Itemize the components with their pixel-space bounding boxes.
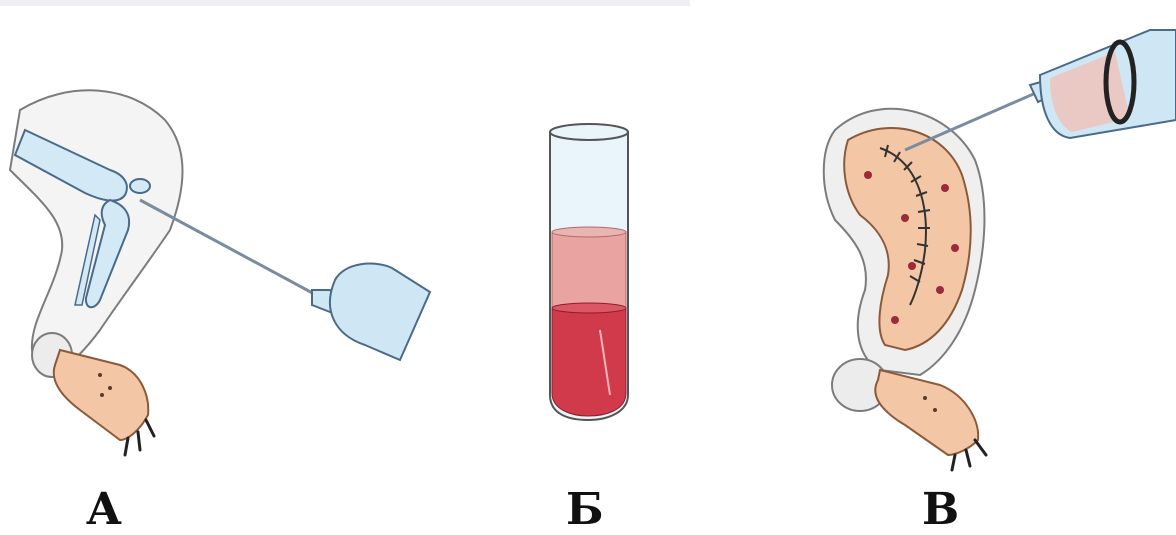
panel-b-plasma-layer bbox=[552, 232, 626, 308]
panel-v-injection-dot bbox=[891, 316, 899, 324]
panel-v-drawing bbox=[824, 30, 1176, 470]
panel-v-injection-dot bbox=[908, 262, 916, 270]
illustration-svg bbox=[0, 0, 1176, 480]
panel-b-drawing bbox=[550, 124, 628, 420]
panel-v-claw bbox=[952, 455, 955, 470]
panel-label-b: Б bbox=[566, 488, 605, 532]
panel-a-needle bbox=[140, 200, 318, 296]
panel-v-paw-dot bbox=[923, 396, 927, 400]
panel-b-blood-cells-layer bbox=[552, 308, 626, 416]
panel-b-cells-boundary bbox=[552, 303, 626, 313]
panel-b-tube-rim bbox=[550, 124, 628, 140]
panel-a-paw-dot bbox=[98, 373, 102, 377]
panel-label-a: А bbox=[86, 488, 123, 532]
panel-v-injection-dot bbox=[951, 244, 959, 252]
panel-a-syringe-barrel bbox=[330, 264, 430, 360]
panel-v-claw bbox=[966, 450, 970, 466]
panel-a-claw bbox=[125, 438, 128, 455]
panel-label-v: В bbox=[922, 488, 960, 532]
panel-v-paw bbox=[875, 370, 978, 455]
panel-v-injection-dot bbox=[941, 184, 949, 192]
panel-v-injection-dot bbox=[901, 214, 909, 222]
panel-a-paw-dot bbox=[100, 393, 104, 397]
panel-v-paw-dot bbox=[933, 408, 937, 412]
panel-v-claw bbox=[975, 440, 986, 455]
panel-a-drawing bbox=[10, 90, 430, 455]
panel-v-injection-dot bbox=[864, 171, 872, 179]
panel-v-injection-dot bbox=[936, 286, 944, 294]
panel-b-plasma-meniscus bbox=[552, 227, 626, 237]
panel-a-claw bbox=[138, 432, 140, 450]
panel-a-claw bbox=[146, 420, 154, 436]
panel-a-paw-dot bbox=[108, 386, 112, 390]
panel-a-patella bbox=[130, 179, 150, 193]
